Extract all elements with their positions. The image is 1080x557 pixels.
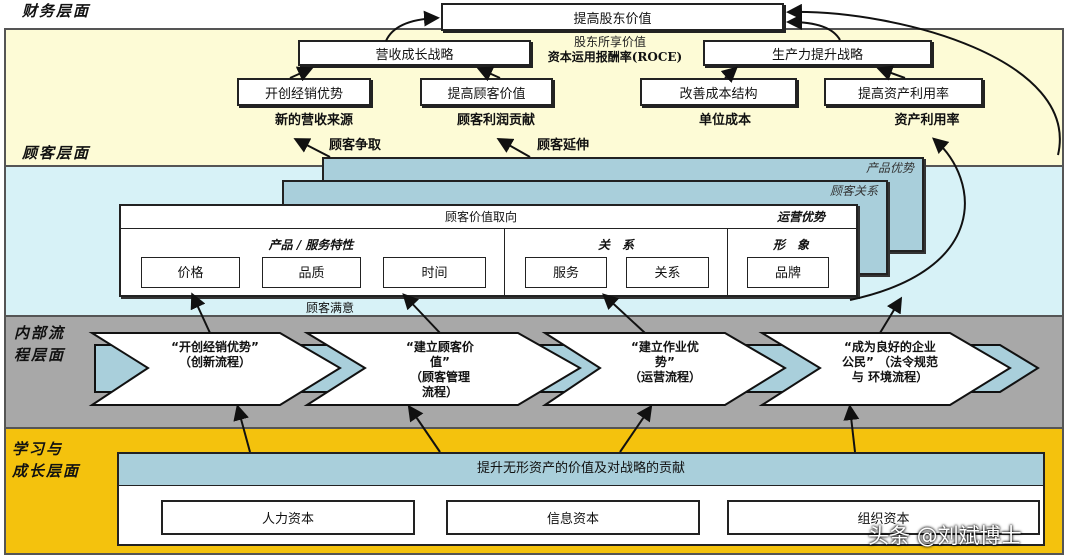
financial-label: 财务层面 [22,2,91,20]
operational-excellence-label: 运营优势 [776,210,825,224]
process-chevron-2 [303,332,582,406]
process-text-operations: “建立作业优 势” （运营流程） [600,340,730,385]
attribute-quality: 品质 [262,257,361,288]
attribute-time: 时间 [383,257,486,288]
process-text-customer-management: “建立顾客价 值” （顾客管理 流程） [370,340,510,400]
process-title: “建立顾客价 [406,340,474,354]
process-subtitle: 与 环境流程） [851,370,929,384]
attribute-service: 服务 [525,257,607,288]
objective-box: 改善成本结构 [640,78,797,106]
process-chevron-3 [541,332,787,406]
link-acquisition: 顾客争取 [328,138,381,153]
information-capital-box: 信息资本 [446,500,700,535]
measure-label: 资产利用率 [894,113,960,128]
metric-roce: 资本运用报酬率(ROCE) [547,50,683,64]
process-chevron-1 [88,332,342,406]
process-subtitle: （顾客管理 [409,370,470,384]
learning-label: 学习与 成长层面 [12,440,81,480]
process-text-regulatory: “成为良好的企业 公民” （法令规范 与 环境流程） [820,340,960,385]
process-text-innovation: “开创经销优势” （创新流程） [140,340,290,370]
process-title: 值” [430,355,450,369]
customer-satisfaction-label: 顾客满意 [305,301,354,315]
value-proposition-title: 顾客价值取向 [444,210,517,224]
process-subtitle: （运营流程） [628,370,701,384]
customer-label: 顾客层面 [22,144,91,162]
strategy-productivity: 生产力提升战略 [703,40,932,66]
objective-box: 提高顾客价值 [420,78,553,106]
process-subtitle: 流程） [421,385,458,399]
group-title: 形 象 [772,238,809,252]
intangible-assets-banner: 提升无形资产的价值及对战略的贡献 [117,452,1045,487]
process-title: “建立作业优 [631,340,699,354]
process-label: 内部流 程层面 [14,324,66,364]
attribute-price: 价格 [141,257,240,288]
watermark: 头条 @刘斌博士 [868,524,1022,548]
measure-label: 新的营收来源 [274,113,353,128]
group-title: 产品 / 服务特性 [268,238,354,252]
layer-label: 顾客关系 [829,184,878,198]
attribute-brand: 品牌 [747,257,829,288]
measure-label: 单位成本 [698,113,751,128]
strategy-revenue-growth: 营收成长战略 [298,40,531,66]
process-title: “开创经销优势” [171,340,259,354]
value-proposition-panel: 顾客价值取向 运营优势 产品 / 服务特性 关 系 形 象 价格 品质 时间 服… [119,204,858,297]
objective-box: 开创经销优势 [237,78,371,106]
process-title: 公民” （法令规范 [841,355,939,369]
organization-capital-box: 组织资本 [727,500,1040,535]
metric-shareholder-value: 股东所享价值 [573,35,646,49]
process-title: 势” [655,355,675,369]
process-chevron-4 [758,332,1012,406]
measure-label: 顾客利润贡献 [456,113,535,128]
link-extension: 顾客延伸 [536,138,589,153]
process-title: “成为良好的企业 [844,340,936,354]
attribute-relationship: 关系 [626,257,709,288]
top-goal-box: 提高股东价值 [441,3,784,31]
objective-box: 提高资产利用率 [824,78,983,106]
layer-label: 产品优势 [865,161,914,175]
group-title: 关 系 [597,238,634,252]
human-capital-box: 人力资本 [161,500,415,535]
process-subtitle: （创新流程） [178,355,251,369]
